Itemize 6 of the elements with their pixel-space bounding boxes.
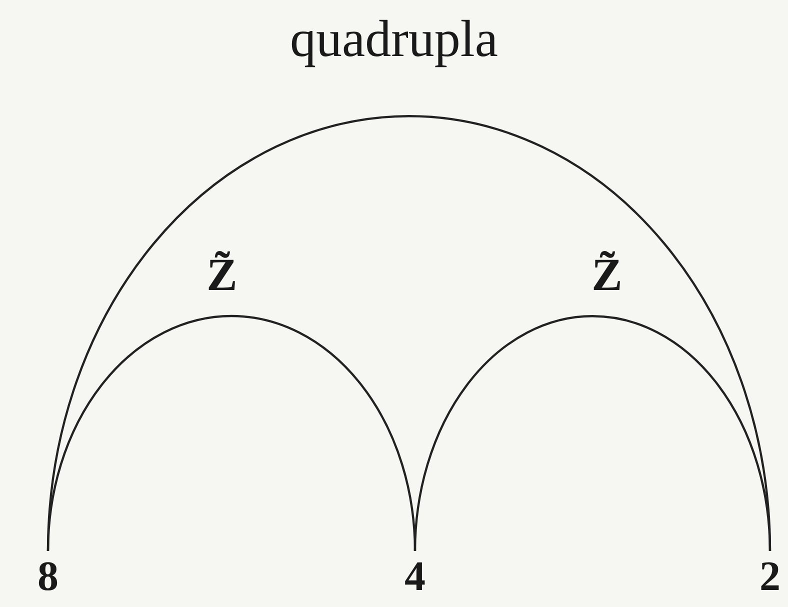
title: quadrupla	[289, 10, 499, 70]
arc	[414, 315, 772, 552]
arc	[46, 315, 416, 552]
number-label: 4	[397, 555, 433, 599]
number-label: 2	[752, 555, 788, 599]
number-label: 8	[30, 555, 66, 599]
